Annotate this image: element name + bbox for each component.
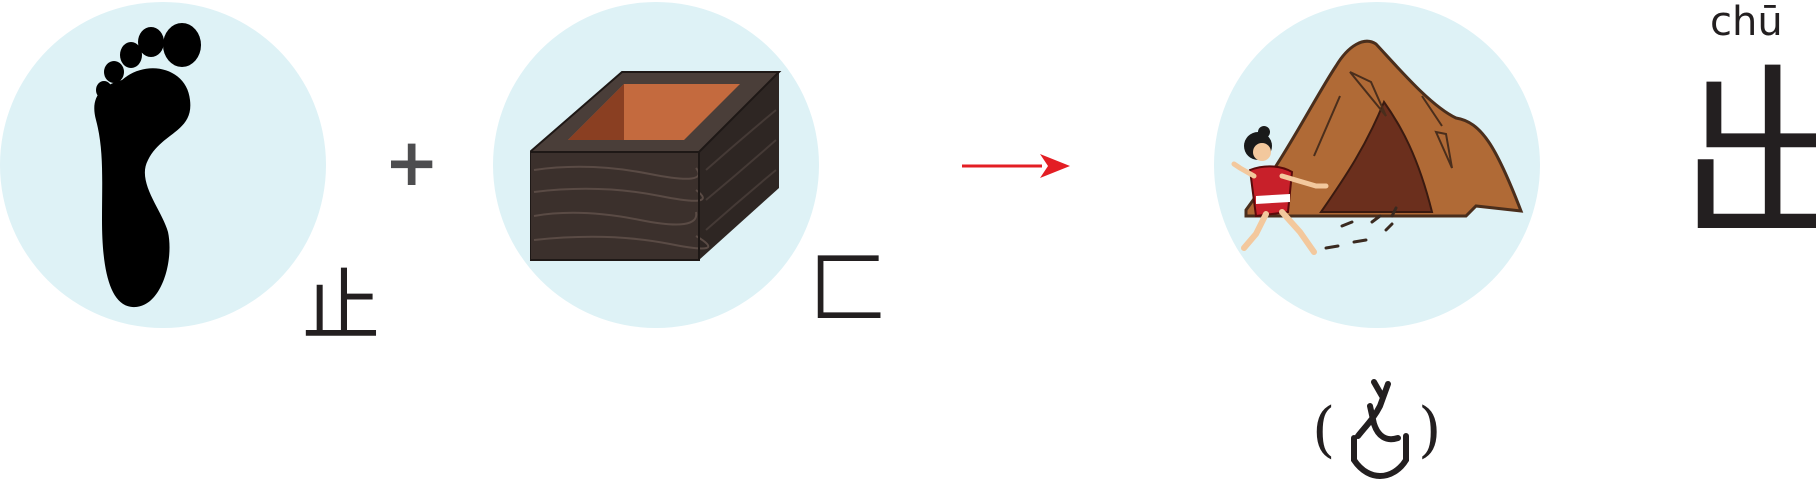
- ancient-chu-glyph-icon: [1351, 379, 1409, 480]
- result-character: 出: [1678, 48, 1816, 269]
- ancient-form-open-paren: (: [1312, 395, 1336, 465]
- box-character: 匚: [808, 243, 888, 336]
- footprint-icon: [94, 23, 201, 308]
- person-leaving-cave-icon: [1231, 39, 1524, 255]
- plus-sign: +: [384, 124, 440, 201]
- arrow-right-icon: [962, 154, 1070, 178]
- ancient-form-close-paren: ): [1418, 395, 1442, 465]
- pinyin-label: chū: [1710, 0, 1783, 45]
- foot-character: 止: [302, 262, 381, 352]
- open-box-icon: [530, 71, 782, 261]
